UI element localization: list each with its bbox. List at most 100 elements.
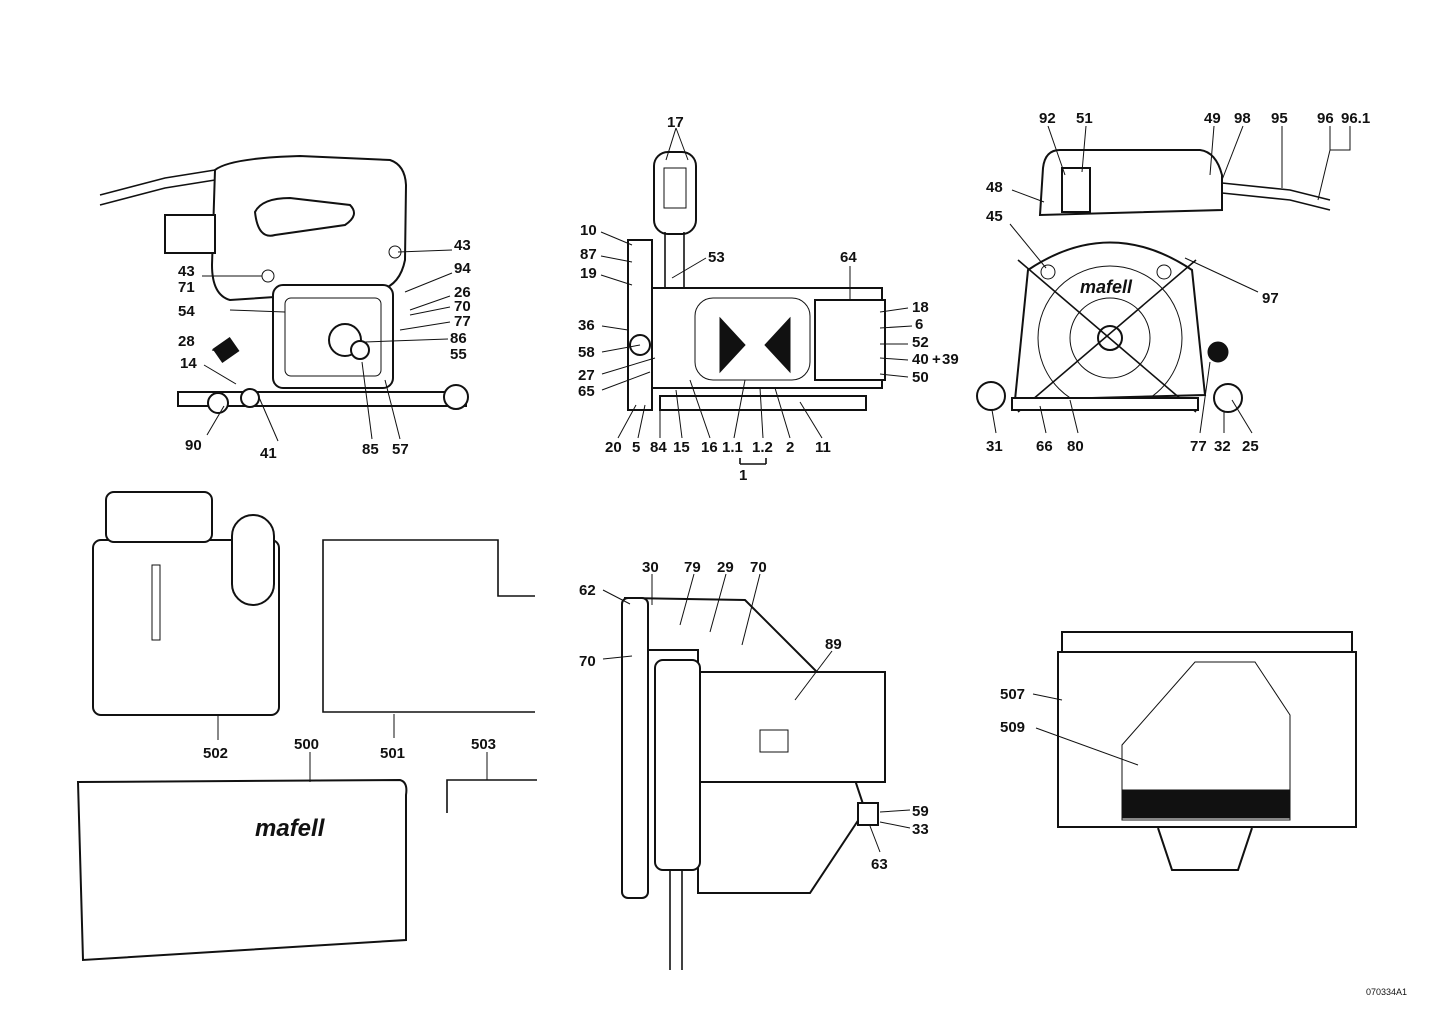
part-label: 59 xyxy=(912,803,929,820)
part-label: 71 xyxy=(178,279,195,296)
guide-plate-slot xyxy=(151,564,161,641)
part-label: 77 xyxy=(1190,438,1207,455)
part-label: 15 xyxy=(673,439,690,456)
part-labels: 43 71 54 28 14 90 41 85 57 43 94 26 70 7… xyxy=(178,110,1370,873)
part-label: 94 xyxy=(454,260,471,277)
leader-rear-45 xyxy=(1009,223,1047,269)
part-label: 1.1 xyxy=(722,439,743,456)
part-label: 50 xyxy=(912,369,929,386)
leader-section-53 xyxy=(671,257,707,279)
leader-rear-77 xyxy=(1199,361,1211,434)
part-label: 53 xyxy=(708,249,725,266)
part-label: 17 xyxy=(667,114,684,131)
leader-top-89 xyxy=(794,650,833,701)
operating-manual xyxy=(76,778,408,962)
carrying-case xyxy=(1057,631,1357,871)
front-roller-left xyxy=(207,392,229,414)
part-label: 70 xyxy=(579,653,596,670)
front-power-cord xyxy=(99,179,216,206)
part-label: 30 xyxy=(642,559,659,576)
part-label: 43 xyxy=(454,237,471,254)
part-label: 16 xyxy=(701,439,718,456)
leader-front-43b xyxy=(397,249,453,253)
leader-rear-96-bracket xyxy=(1329,126,1351,151)
section-base-plate xyxy=(659,395,867,411)
rear-brand-logo: mafell xyxy=(1080,277,1133,297)
part-label: 85 xyxy=(362,441,379,458)
leader-front-14 xyxy=(203,364,237,385)
part-label: 66 xyxy=(1036,438,1053,455)
leader-rear-25 xyxy=(1231,399,1253,434)
part-label: 90 xyxy=(185,437,202,454)
part-label: 57 xyxy=(392,441,409,458)
leader-front-28 xyxy=(211,349,223,353)
part-label: 86 xyxy=(450,330,467,347)
part-label: 502 xyxy=(203,745,228,762)
leader-rear-49 xyxy=(1209,125,1215,176)
top-blade-guard xyxy=(621,597,649,899)
part-label: 14 xyxy=(180,355,197,372)
leader-section-2 xyxy=(774,387,791,439)
manual-brand-logo: mafell xyxy=(255,815,326,842)
part-label: 25 xyxy=(1242,438,1259,455)
part-label: 95 xyxy=(1271,110,1288,127)
leader-section-36 xyxy=(601,325,629,331)
leader-front-86 xyxy=(364,338,449,343)
part-label: 89 xyxy=(825,636,842,653)
leader-section-58 xyxy=(601,344,641,353)
saw-blade xyxy=(627,239,653,411)
part-label: 64 xyxy=(840,249,857,266)
rear-roller-right xyxy=(1213,383,1243,413)
part-label: 51 xyxy=(1076,110,1093,127)
top-handle-bar xyxy=(654,659,701,871)
leader-section-18 xyxy=(879,307,909,313)
leader-front-85 xyxy=(361,361,373,440)
leader-front-54 xyxy=(229,309,286,313)
part-label: 58 xyxy=(578,344,595,361)
commutator-end xyxy=(814,299,886,381)
part-label: 70 xyxy=(454,298,471,315)
leader-section-1-2 xyxy=(759,387,764,439)
leader-rear-97 xyxy=(1184,257,1259,293)
leader-section-27 xyxy=(601,357,656,375)
top-motor-housing xyxy=(699,671,886,783)
rear-screw-45b xyxy=(1156,264,1172,280)
front-roller-right xyxy=(443,384,469,410)
drawing-code: 070334A1 xyxy=(1366,987,1407,997)
part-label: 507 xyxy=(1000,686,1025,703)
leader-section-1-1 xyxy=(733,379,746,439)
part-label: 96 xyxy=(1317,110,1334,127)
leader-front-77 xyxy=(399,321,451,331)
leader-top-59 xyxy=(879,809,911,813)
leader-case-509 xyxy=(1035,727,1139,766)
front-view xyxy=(99,154,469,414)
part-label: 40 xyxy=(912,351,929,368)
section-view xyxy=(627,151,886,465)
part-label: 41 xyxy=(260,445,277,462)
case-handle xyxy=(1157,827,1253,871)
part-label: 84 xyxy=(650,439,667,456)
part-label: 87 xyxy=(580,246,597,263)
armature-left xyxy=(719,316,746,374)
leader-top-33 xyxy=(879,821,911,829)
part-label: 98 xyxy=(1234,110,1251,127)
part-label: 70 xyxy=(750,559,767,576)
part-label: 509 xyxy=(1000,719,1025,736)
part-label: 27 xyxy=(578,367,595,384)
leader-top-62 xyxy=(602,589,631,605)
leader-rear-31 xyxy=(991,409,997,434)
part-label: 92 xyxy=(1039,110,1056,127)
part-label: 19 xyxy=(580,265,597,282)
part-label: 18 xyxy=(912,299,929,316)
leader-section-15 xyxy=(675,389,683,439)
part-label: 48 xyxy=(986,179,1003,196)
case-insert-floor xyxy=(1121,789,1291,819)
motor-cover-inner xyxy=(284,297,382,377)
leader-front-41 xyxy=(257,394,279,442)
motor-stator xyxy=(694,297,811,381)
front-dust-port xyxy=(164,214,216,254)
part-label: 80 xyxy=(1067,438,1084,455)
part-label: + xyxy=(932,351,941,368)
leader-top-79 xyxy=(679,573,695,626)
